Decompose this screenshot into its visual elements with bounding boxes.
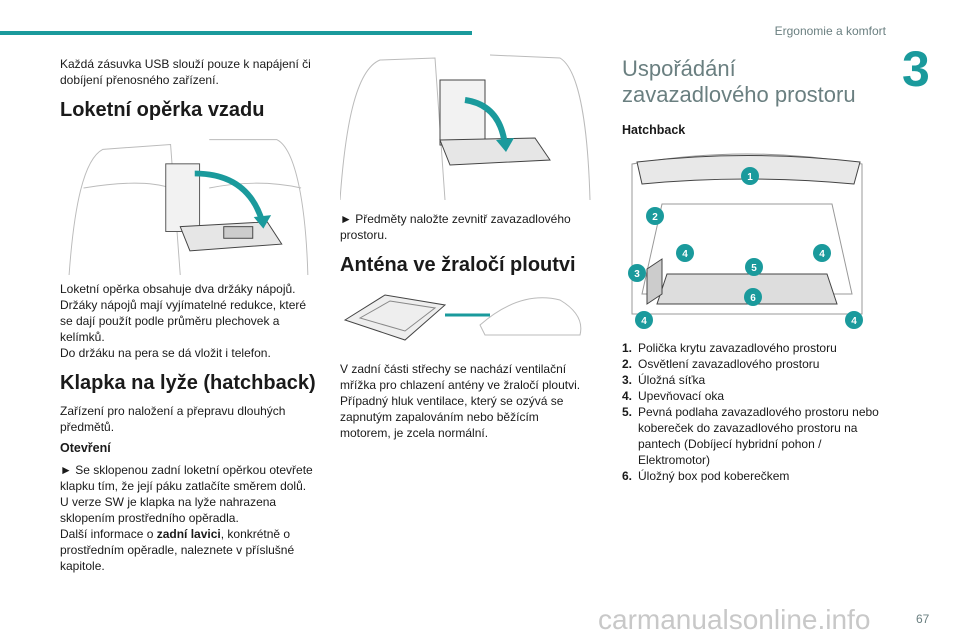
list-item: 4.Upevňovací oka [622,389,725,403]
ski-flap-illustration [340,54,591,201]
callout-4a: 4 [682,249,688,260]
shark-fin-antenna-illustration [343,294,582,341]
column-1: Každá zásuvka USB slouží pouze k napájen… [60,56,318,579]
opening-text: ► Se sklopenou zadní loketní opěrkou ote… [60,463,313,573]
chapter-number: 3 [902,41,930,97]
trunk-legend-list: 1.Polička krytu zavazadlového prostoru 2… [622,340,884,484]
trunk-diagram: 1 2 3 4 4 5 6 4 4 [628,153,863,329]
hatchback-subtitle: Hatchback [622,123,686,137]
callout-5: 5 [751,263,757,274]
callout-6: 6 [750,293,756,304]
antenna-heading: Anténa ve žraločí ploutvi [340,254,576,276]
antenna-text: V zadní části střechy se nachází ventila… [340,362,581,440]
watermark: carmanualsonline.info [598,604,871,635]
callout-4c: 4 [641,316,647,327]
armrest-text: Loketní opěrka obsahuje dva držáky nápoj… [60,282,307,360]
list-item: 5.Pevná podlaha zavazadlového prostoru n… [622,405,879,467]
section-header: Ergonomie a komfort [774,24,886,38]
column-2: ► Předměty naložte zevnitř zavazadlového… [340,50,592,446]
opening-heading: Otevření [60,441,111,455]
armrest-illustration [68,139,309,275]
armrest-heading: Loketní opěrka vzadu [60,99,265,121]
list-item: 1.Polička krytu zavazadlového prostoru [622,341,837,355]
column-3: Uspořádání zavazadlového prostoru Hatchb… [622,56,884,484]
callout-2: 2 [652,212,658,223]
load-items-text: ► Předměty naložte zevnitř zavazadlového… [340,212,571,242]
callout-4d: 4 [851,316,857,327]
ski-flap-heading: Klapka na lyže (hatchback) [60,372,316,394]
list-item: 2.Osvětlení zavazadlového prostoru [622,357,820,371]
trunk-layout-title: Uspořádání zavazadlového prostoru [622,56,856,107]
page-number: 67 [916,612,930,626]
list-item: 6.Úložný box pod koberečkem [622,469,790,483]
usb-note: Každá zásuvka USB slouží pouze k napájen… [60,57,311,87]
top-accent-bar [0,31,472,35]
callout-3: 3 [634,269,640,280]
callout-1: 1 [747,172,753,183]
ski-flap-text: Zařízení pro naložení a přepravu dlouhýc… [60,404,286,434]
list-item: 3.Úložná síťka [622,373,706,387]
callout-4b: 4 [819,249,825,260]
